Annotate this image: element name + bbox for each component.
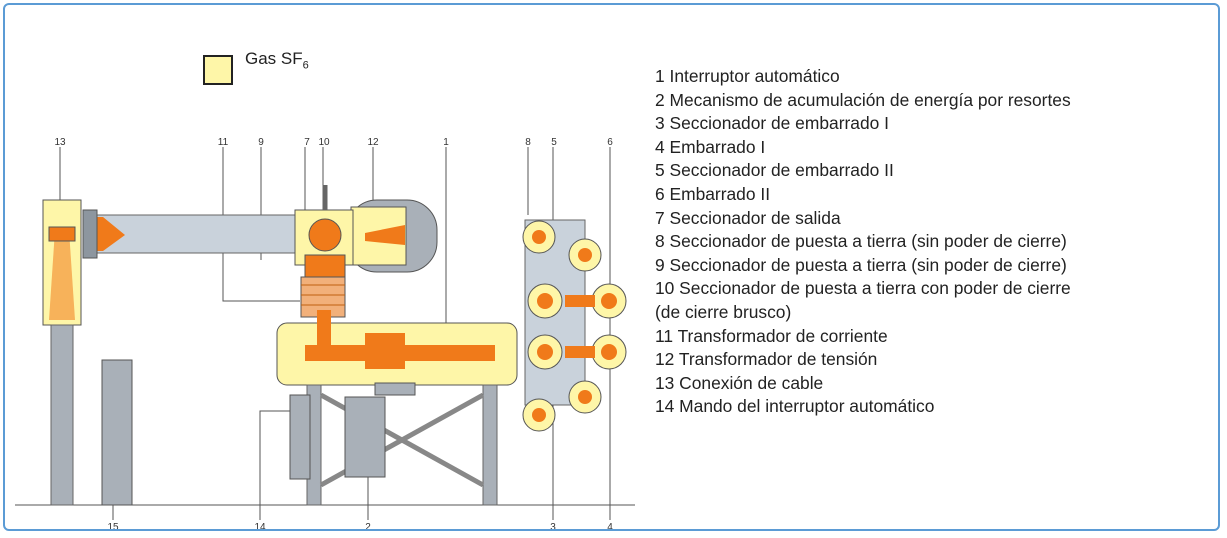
interrupter-unit [365, 333, 405, 369]
callout-5: 5 [551, 137, 557, 148]
cable-cone [49, 230, 75, 320]
outgoing-disconnector [308, 218, 342, 252]
breaker-base [374, 382, 416, 396]
breaker-drive [289, 394, 311, 480]
callout-6: 6 [607, 137, 613, 148]
parts-list-item: 8 Seccionador de puesta a tierra (sin po… [655, 231, 1067, 252]
breaker-riser [317, 310, 331, 350]
parts-list-item: 12 Transformador de tensión [655, 349, 878, 370]
parts-list-item: 7 Seccionador de salida [655, 207, 841, 228]
parts-list-item: 1 Interruptor automático [655, 66, 840, 86]
spring-mechanism [344, 396, 386, 478]
gas-legend-label: Gas SF6 [245, 49, 309, 72]
parts-list-item: 13 Conexión de cable [655, 372, 824, 393]
callout-4: 4 [607, 522, 613, 531]
callout-13: 13 [54, 137, 66, 148]
parts-list-item: 11 Transformador de corriente [655, 325, 888, 346]
switchgear-diagram: 13 11 9 7 10 12 1 8 5 6 15 14 2 3 4 [15, 137, 635, 531]
parts-list-item: 3 Seccionador de embarrado I [655, 113, 889, 134]
gas-legend-swatch [203, 55, 233, 85]
parts-list-item: 4 Embarrado I [655, 136, 766, 157]
callout-10: 10 [318, 137, 330, 148]
parts-list-item: 5 Seccionador de embarrado II [655, 160, 894, 181]
parts-list: 1 Interruptor automático 2 Mecanismo de … [655, 65, 1071, 419]
control-cabinet [101, 359, 133, 506]
callout-2: 2 [365, 522, 371, 531]
vt-conductor [365, 225, 405, 245]
callout-8: 8 [525, 137, 531, 148]
parts-list-item: 10 Seccionador de puesta a tierra con po… [655, 278, 1071, 299]
parts-list-item: 6 Embarrado II [655, 183, 771, 204]
support-leg-right [482, 384, 498, 506]
callout-15: 15 [107, 522, 119, 531]
bus-link-lower [565, 346, 595, 358]
callout-7: 7 [304, 137, 310, 148]
cable-support-column [50, 324, 74, 506]
parts-list-item: 2 Mecanismo de acumulación de energía po… [655, 89, 1071, 110]
callout-3: 3 [550, 522, 556, 531]
duct-flange-left [82, 209, 98, 259]
parts-list-item: 9 Seccionador de puesta a tierra (sin po… [655, 254, 1067, 275]
callout-9: 9 [258, 137, 264, 148]
parts-list-item: 14 Mando del interruptor automático [655, 396, 935, 417]
bus-link-upper [565, 295, 595, 307]
callout-11: 11 [218, 137, 229, 148]
callout-14: 14 [254, 522, 266, 531]
earthing-switch-9 [304, 254, 346, 278]
duct-conductor-left [95, 217, 125, 251]
figure-frame: Gas SF6 [3, 3, 1220, 531]
cable-head [48, 226, 76, 242]
outgoing-duct [94, 214, 306, 254]
callout-12: 12 [367, 137, 379, 148]
callout-1: 1 [443, 137, 449, 148]
parts-list-item: (de cierre brusco) [655, 301, 792, 322]
